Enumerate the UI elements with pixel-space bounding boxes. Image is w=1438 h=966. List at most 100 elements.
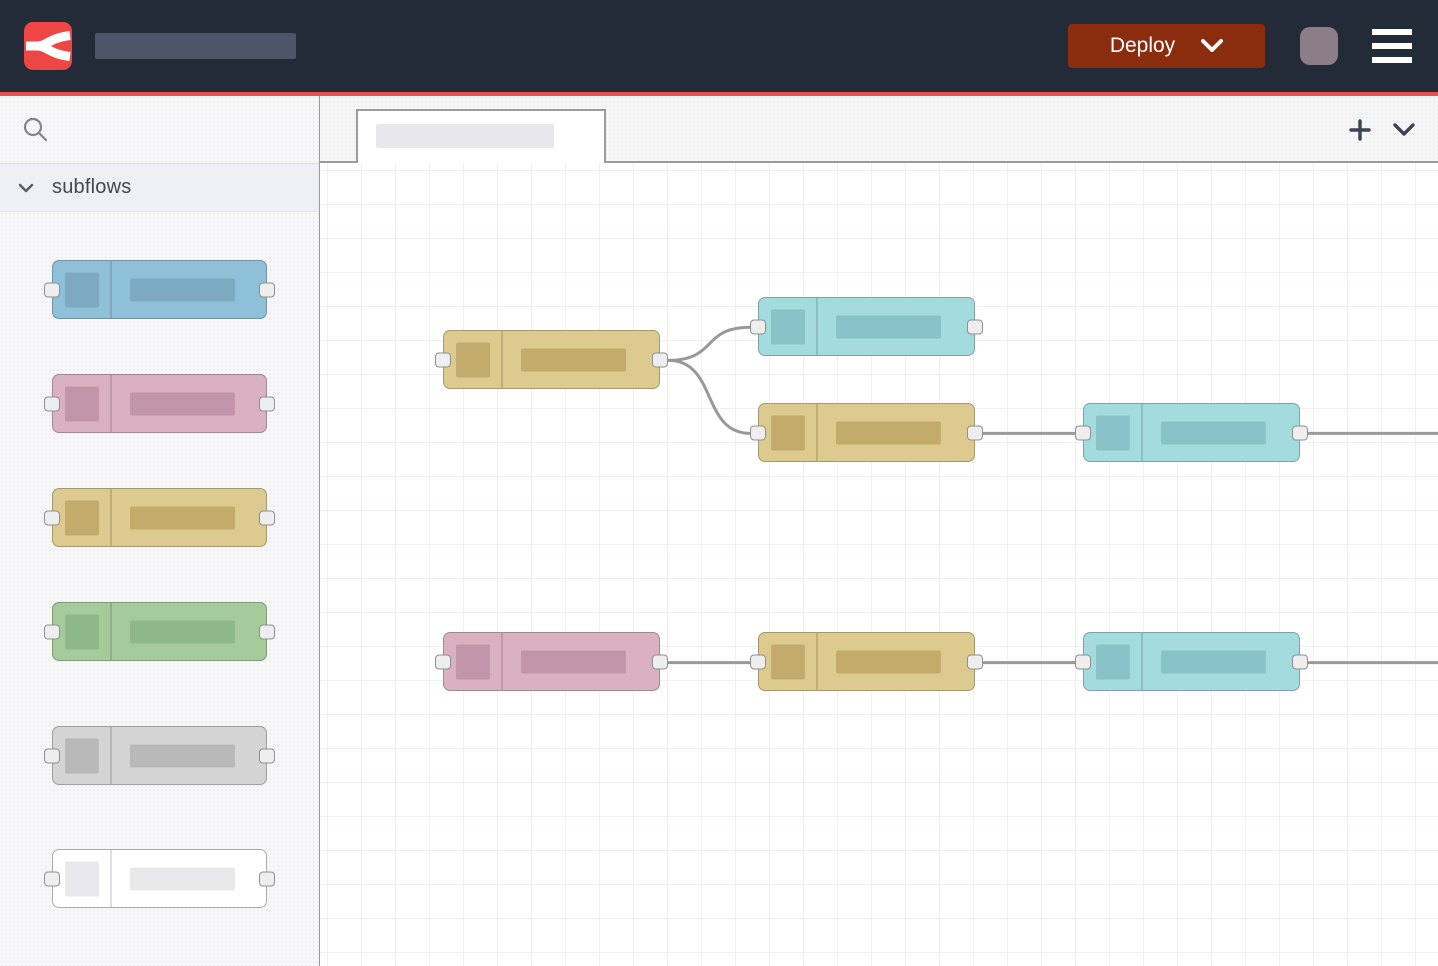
header: Deploy [0,0,1438,92]
palette-node-list [0,212,319,963]
node-label-placeholder [1161,421,1266,444]
node-port-right[interactable] [259,871,275,886]
chevron-down-icon [18,183,34,192]
workspace-tab-bar [320,96,1438,163]
node-red-logo-icon [26,31,71,61]
node-icon-placeholder [65,272,99,307]
node-icon-separator [1141,404,1143,461]
node-port-left[interactable] [44,396,60,411]
deploy-button-label: Deploy [1109,34,1176,57]
node-port-left[interactable] [44,871,60,886]
node-icon-separator [110,603,112,660]
palette-node-gray[interactable] [44,726,275,785]
node-icon-separator [110,489,112,546]
flow-node[interactable] [435,632,668,691]
node-label-placeholder [521,650,626,673]
palette-node-blue[interactable] [44,260,275,319]
node-icon-separator [110,727,112,784]
flow-node[interactable] [1075,403,1308,462]
node-icon-placeholder [65,861,99,896]
node-label-placeholder [130,506,235,529]
node-port-right[interactable] [1292,654,1308,669]
add-flow-button[interactable] [1342,112,1378,148]
palette-node-green[interactable] [44,602,275,661]
node-icon-separator [110,850,112,907]
node-port-left[interactable] [750,425,766,440]
node-icon-placeholder [1096,644,1130,679]
flow-node[interactable] [435,330,668,389]
flow-wire[interactable] [666,325,752,362]
node-icon-placeholder [65,386,99,421]
flow-list-button[interactable] [1386,112,1422,148]
node-port-left[interactable] [1075,654,1091,669]
node-label-placeholder [130,867,235,890]
flow-tab[interactable] [356,109,606,163]
node-port-right[interactable] [259,510,275,525]
plus-icon [1349,119,1371,141]
palette-node-white[interactable] [44,849,275,908]
flow-node[interactable] [1075,632,1308,691]
node-port-left[interactable] [44,282,60,297]
node-icon-placeholder [1096,415,1130,450]
node-port-right[interactable] [259,396,275,411]
node-icon-placeholder [65,500,99,535]
node-label-placeholder [130,744,235,767]
node-icon-placeholder [771,644,805,679]
flow-canvas[interactable] [320,163,1438,966]
node-port-left[interactable] [435,352,451,367]
flow-tab-label-placeholder [376,124,554,148]
flow-node[interactable] [750,403,983,462]
flow-node[interactable] [750,632,983,691]
flow-node[interactable] [750,297,983,356]
node-port-right[interactable] [967,425,983,440]
node-label-placeholder [836,650,941,673]
node-port-right[interactable] [652,352,668,367]
node-icon-placeholder [65,614,99,649]
node-port-right[interactable] [967,654,983,669]
node-port-right[interactable] [967,319,983,334]
node-icon-placeholder [771,415,805,450]
palette-node[interactable] [44,602,275,661]
node-port-right[interactable] [259,748,275,763]
palette-node-yellow[interactable] [44,488,275,547]
node-port-left[interactable] [44,510,60,525]
node-port-left[interactable] [44,748,60,763]
node-port-left[interactable] [750,654,766,669]
node-label-placeholder [836,421,941,444]
palette-node[interactable] [44,374,275,433]
palette-node[interactable] [44,260,275,319]
node-label-placeholder [130,392,235,415]
palette-node-pink[interactable] [44,374,275,433]
node-port-left[interactable] [1075,425,1091,440]
node-port-left[interactable] [44,624,60,639]
node-port-right[interactable] [259,624,275,639]
palette-node[interactable] [44,849,275,908]
palette-search-row[interactable] [0,96,319,163]
chevron-down-icon [1201,39,1224,52]
node-port-left[interactable] [435,654,451,669]
palette-sidebar: subflows [0,96,320,966]
node-icon-separator [816,633,818,690]
palette-category-subflows[interactable]: subflows [0,163,319,212]
node-port-left[interactable] [750,319,766,334]
node-port-right[interactable] [259,282,275,297]
node-icon-placeholder [65,738,99,773]
hamburger-menu-icon[interactable] [1372,29,1412,63]
search-icon[interactable] [22,116,48,142]
node-icon-separator [816,298,818,355]
node-label-placeholder [1161,650,1266,673]
node-label-placeholder [130,278,235,301]
palette-node[interactable] [44,488,275,547]
workspace-title-placeholder [95,33,296,59]
node-port-right[interactable] [1292,425,1308,440]
user-avatar[interactable] [1300,27,1338,65]
app-logo [24,22,72,70]
palette-category-label: subflows [52,176,132,198]
node-icon-separator [1141,633,1143,690]
workspace [320,96,1438,966]
palette-node[interactable] [44,726,275,785]
deploy-button[interactable]: Deploy [1068,24,1265,68]
flow-wire[interactable] [666,358,752,435]
node-icon-separator [110,375,112,432]
node-port-right[interactable] [652,654,668,669]
